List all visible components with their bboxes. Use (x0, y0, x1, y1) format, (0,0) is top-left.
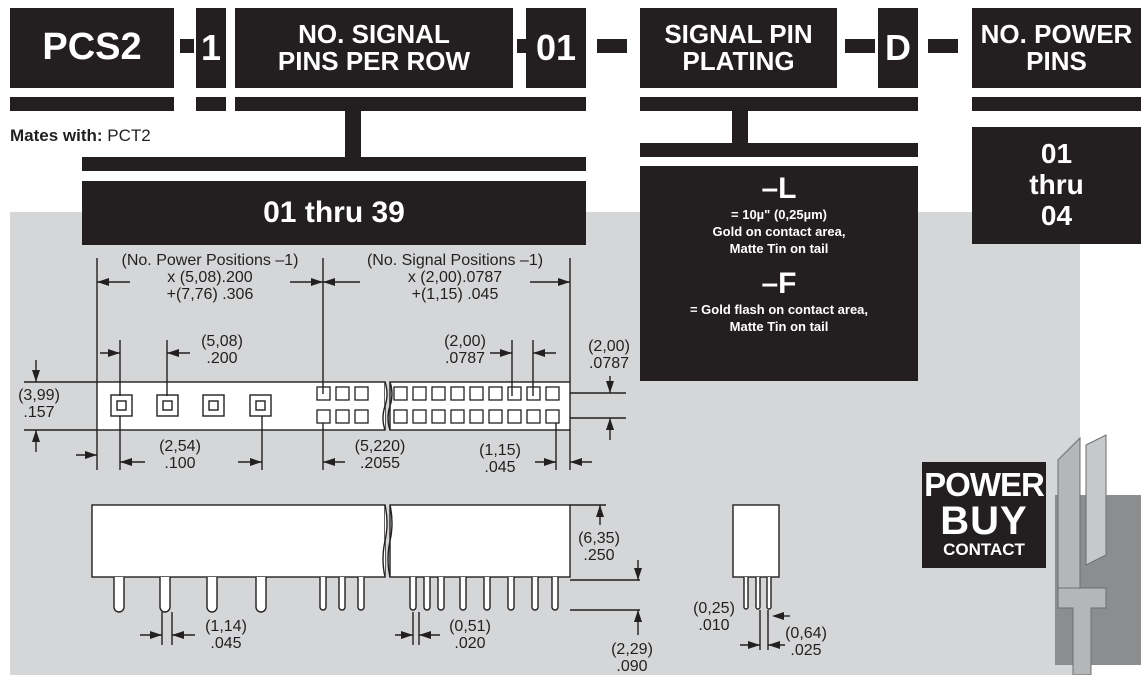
power-range-block: 01 thru 04 (972, 127, 1141, 244)
underline-power (972, 97, 1141, 111)
series-block: PCS2 (10, 8, 174, 88)
side-view-body-left (91, 504, 386, 578)
end-view-body (732, 504, 780, 578)
signal-contacts (316, 386, 560, 424)
dim-power-pin: (1,14) .045 (205, 618, 247, 652)
plating-block: SIGNAL PIN PLATING (640, 8, 837, 88)
dash-5 (928, 39, 958, 53)
dash-3 (597, 39, 627, 53)
side-view-pins (113, 577, 559, 613)
signal-range-block: 01 thru 39 (82, 181, 586, 245)
badge-line1: POWER (924, 466, 1045, 503)
underline-plating (640, 97, 918, 111)
dim-end-offset: (1,15) .045 (479, 442, 521, 476)
dim-body-height: (6,35) .250 (578, 530, 620, 564)
plating-code-l: –L (761, 172, 797, 205)
signal-connector-stem (345, 111, 361, 157)
dim-tail: (2,29) .090 (611, 641, 653, 675)
dash-4 (845, 39, 875, 53)
dim-height: (3,99) .157 (18, 387, 60, 421)
plating-desc-l: = 10µ" (0,25µm) Gold on contact area, Ma… (712, 207, 846, 256)
underline-constant (196, 97, 226, 111)
plating-connector-bar (640, 143, 918, 157)
plating-code-f: –F (761, 267, 797, 300)
top-view-body-left (96, 381, 386, 431)
power-contacts (110, 394, 272, 417)
power-pins-block: NO. POWER PINS (972, 8, 1141, 88)
dim-power-positions: (No. Power Positions –1) x (5,08).200 +(… (121, 252, 299, 303)
plating-example: D (878, 8, 918, 88)
mates-with-label: Mates with: (10, 126, 103, 145)
power-contact-illustration (1055, 434, 1141, 675)
dim-signal-pitch: (2,00) .0787 (444, 333, 486, 367)
signal-pins-block: NO. SIGNAL PINS PER ROW (235, 8, 513, 88)
dim-pin-width: (0,64) .025 (785, 625, 827, 659)
badge-line3: CONTACT (943, 540, 1025, 559)
dash-1b (180, 39, 194, 53)
dim-power-pitch: (5,08) .200 (201, 333, 243, 367)
dim-row-offset: (2,54) .100 (159, 438, 201, 472)
dim-signal-positions: (No. Signal Positions –1) x (2,00).0787 … (366, 252, 544, 303)
badge-line2: BUY (940, 499, 1028, 543)
mates-with: Mates with: PCT2 (10, 126, 151, 146)
underline-signal (235, 97, 586, 111)
dim-gap: (5,220) .2055 (354, 438, 406, 472)
plating-desc-f: = Gold flash on contact area, Matte Tin … (689, 302, 869, 334)
plating-options-block: –L = 10µ" (0,25µm) Gold on contact area,… (640, 166, 918, 381)
dim-pin-thickness: (0,25) .010 (693, 600, 735, 634)
dim-signal-pin: (0,51) .020 (449, 618, 491, 652)
signal-pins-example: 01 (526, 8, 586, 88)
plating-connector-stem (732, 111, 748, 143)
dim-signal-pitch-right: (2,00) .0787 (588, 338, 630, 372)
constant-block: 1 (196, 8, 226, 88)
mates-with-value: PCT2 (107, 126, 151, 145)
underline-series (10, 97, 174, 111)
side-view-body-right (389, 504, 571, 578)
signal-connector-bar (82, 157, 586, 171)
power-buy-badge: POWER BUY CONTACT (922, 462, 1046, 568)
